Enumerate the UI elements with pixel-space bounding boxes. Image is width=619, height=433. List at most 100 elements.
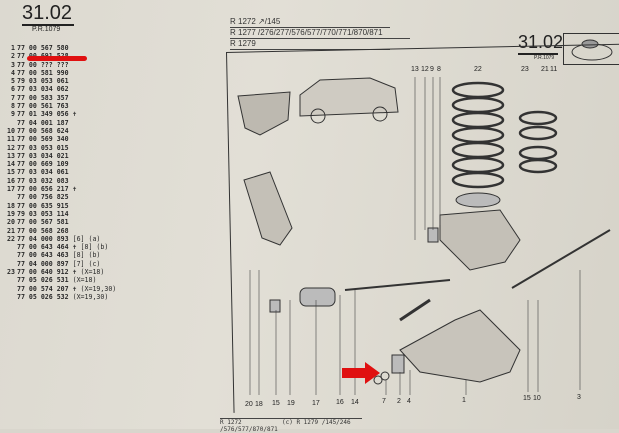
part-note: ✝: [72, 110, 77, 119]
part-index: 6: [11, 85, 15, 94]
divider: [518, 53, 558, 55]
model-line: R 1279: [230, 39, 390, 50]
part-reference: 77 00 581 990: [17, 68, 69, 77]
divider: [22, 24, 74, 26]
part-index: 21: [7, 226, 15, 235]
part-index: 1: [11, 44, 15, 52]
callout-number: 13: [411, 66, 419, 73]
callout-number: 16: [336, 399, 344, 406]
section-number: 31.02: [518, 32, 564, 52]
callout-number: 23: [521, 66, 529, 73]
parts-list-row: 77 00 756 825: [4, 193, 116, 201]
part-index: 18: [7, 201, 15, 210]
part-reference: 79 03 053 114: [17, 209, 69, 218]
parts-list-row: 77 05 026 532(X=19,30): [4, 293, 116, 301]
part-index: 4: [11, 68, 15, 77]
callout-number: 8: [437, 66, 441, 73]
part-note: ✝ (X=19,30): [72, 284, 117, 293]
part-reference: 77 00 568 624: [17, 126, 69, 135]
upper-arm-right: [439, 209, 521, 271]
callout-number: 15: [523, 395, 531, 402]
callout-number: 18: [255, 401, 263, 408]
part-reference: 77 00 656 217: [17, 185, 69, 194]
part-note: (X=19,30): [72, 292, 109, 301]
suspension-thumbnail-icon: [563, 33, 619, 65]
part-reference: 77 00 669 109: [17, 160, 69, 169]
part-index: 17: [7, 185, 15, 194]
part-index: 12: [7, 143, 15, 152]
red-highlight-mark: [27, 56, 87, 61]
part-reference: 77 00 561 763: [17, 102, 69, 111]
part-reference: 77 00 583 357: [17, 93, 69, 102]
part-reference: 77 00 569 340: [17, 135, 69, 144]
section-header-left: 31.02 P.R.1079: [22, 2, 74, 33]
parts-list-row: 77 00 643 464✝ [8] (b): [4, 243, 116, 251]
callout-number: 7: [382, 398, 386, 405]
pr-code: P.R.1079: [534, 55, 555, 61]
part-index: 2: [11, 52, 15, 61]
part-note: ✝ [8] (b): [72, 243, 109, 252]
part-index: 11: [7, 135, 15, 144]
red-arrow-icon: [342, 362, 380, 384]
part-note: ✝ (X=18): [72, 268, 105, 277]
footer-right: (c) R 1279 /145/246: [282, 418, 362, 426]
car-illustration: [299, 77, 399, 117]
part-reference: 77 00 574 207: [17, 284, 69, 293]
callout-number: 1: [462, 397, 466, 404]
model-list: R 1272 ↗/145 R 1277 /276/277/576/577/770…: [230, 17, 410, 50]
part-reference: 77 03 034 021: [17, 151, 69, 160]
part-reference: 77 05 026 531: [17, 276, 69, 285]
upper-arm-left: [237, 91, 291, 136]
part-index: 15: [7, 168, 15, 177]
part-index: 3: [11, 60, 15, 69]
parts-list-row: 77 00 574 207✝ (X=19,30): [4, 285, 116, 293]
callout-number: 2: [397, 398, 401, 405]
part-index: 9: [11, 110, 15, 119]
part-reference: 77 03 034 061: [17, 168, 69, 177]
part-reference: 77 03 034 062: [17, 85, 69, 94]
part-reference: 77 01 349 056: [17, 110, 69, 119]
part-index: 7: [11, 93, 15, 102]
callout-number: 11: [550, 66, 558, 73]
part-index: 5: [11, 77, 15, 86]
part-note: [7] (c): [72, 259, 101, 268]
callout-number: 20: [245, 401, 253, 408]
parts-list-row: 77 05 026 531(X=18): [4, 276, 116, 284]
part-index: 16: [7, 176, 15, 185]
callout-number: 10: [533, 395, 541, 402]
lower-arm-left: [243, 171, 293, 246]
part-index: 14: [7, 160, 15, 169]
callout-number: 12: [421, 66, 429, 73]
callout-number: 14: [351, 399, 359, 406]
part-reference: 77 00 567 581: [17, 218, 69, 227]
callout-number: 4: [407, 398, 411, 405]
part-reference: 77 00 567 580: [17, 44, 69, 52]
callout-number: 17: [312, 400, 320, 407]
part-note: [6] (a): [72, 234, 101, 243]
part-index: 19: [7, 209, 15, 218]
section-header-right: 31.02 P.R.1079: [518, 32, 563, 61]
callout-number: 22: [474, 66, 482, 73]
callout-number: 9: [430, 66, 434, 73]
part-index: 22: [7, 234, 15, 243]
part-reference: 77 00 568 268: [17, 226, 69, 235]
part-reference: 77 00 643 464: [17, 243, 69, 252]
